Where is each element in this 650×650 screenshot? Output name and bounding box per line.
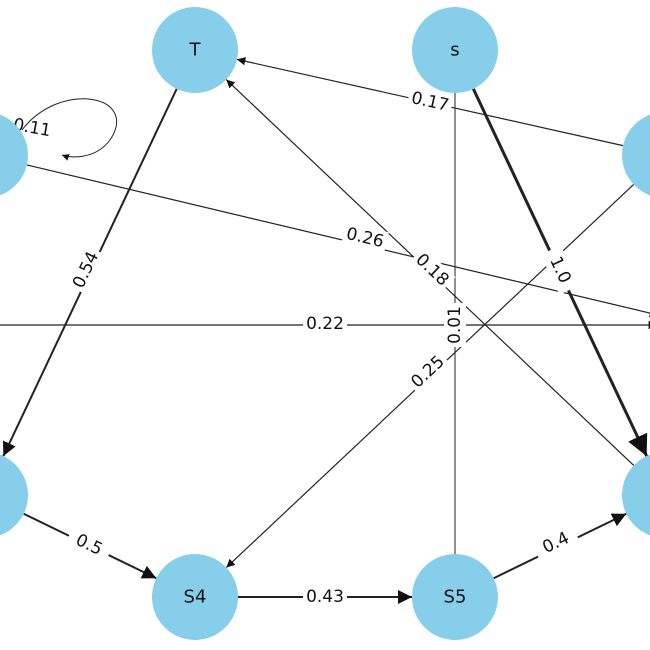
node-nl[interactable] [0,112,28,198]
node-s5[interactable]: S5 [412,554,498,640]
edge-label-group: 0.22 [303,313,347,335]
edge-label: 0.43 [306,587,344,607]
edge-label-background [303,586,347,608]
edge-label-background [444,303,466,347]
node-label: s [450,40,459,61]
edge-label: 0.26 [344,224,385,252]
node-circle [0,114,28,196]
node-nbr[interactable] [622,452,650,538]
node-circle [152,554,238,640]
node-t[interactable]: T [152,7,238,93]
node-label: T [189,40,202,61]
edge-label: 0.17 [409,88,450,116]
edge-label-background [406,86,454,118]
edge-label-group: 0.5 [64,525,114,565]
node-circle [622,114,650,196]
edge-nl-to-nmr [26,164,650,318]
edge-label-group: 0.25 [404,348,452,396]
edge-label: 0.22 [306,314,344,334]
node-circle [152,7,238,93]
edge-label-background [341,222,389,254]
edge-label-group: 0.01 [444,303,466,347]
edge-label-background [404,348,452,396]
edge-nl-to-nl [21,98,117,161]
edge-label-background [303,313,347,335]
nodes-layer: TsI S4 S5 [0,7,650,640]
node-label: S4 [184,587,207,608]
node-s4[interactable]: S4 [152,554,238,640]
edge-label-group: 0.43 [303,586,347,608]
edge-label-group: 1.0 [540,245,580,295]
node-s[interactable]: s [412,7,498,93]
node-circle [412,7,498,93]
node-circle [412,554,498,640]
edge-label-group: 0.4 [531,523,581,563]
edge-label-background [531,523,581,563]
node-label: S5 [444,587,467,608]
node-circle [622,454,650,536]
node-circle [0,454,28,536]
edge-label-group: 0.18 [408,246,456,294]
edge-label-background [408,246,456,294]
edge-label-background [540,245,580,295]
node-nbl[interactable] [0,452,28,538]
edge-label-group: 0.54 [66,245,106,295]
edge-label: 0.01 [445,306,465,344]
node-nr[interactable]: I [622,112,650,198]
edge-label-background [66,245,106,295]
edge-label-background [64,525,114,565]
